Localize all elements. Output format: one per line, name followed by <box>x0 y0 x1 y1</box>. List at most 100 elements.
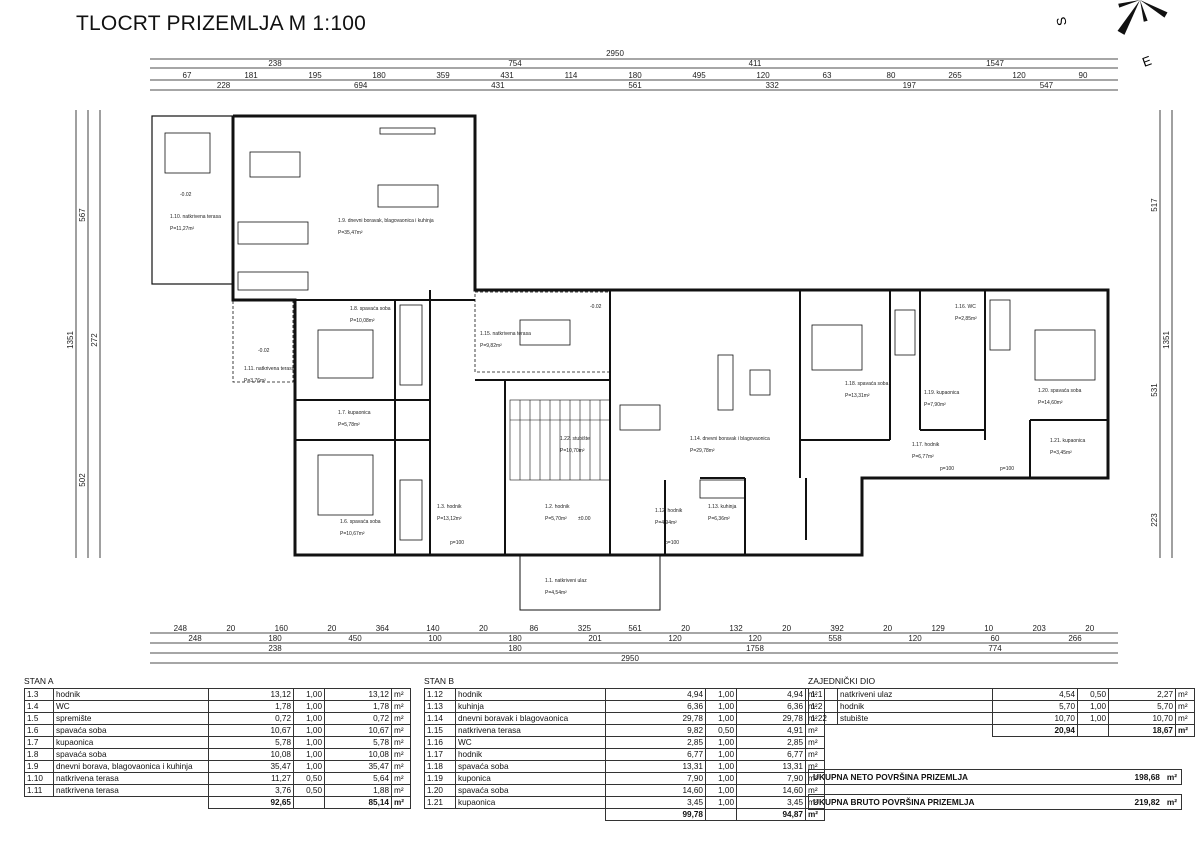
room-area-1-1: P=4,54m² <box>545 590 567 596</box>
room-area-1-21: P=3,45m² <box>1050 450 1072 456</box>
unit-cell: m² <box>805 772 825 785</box>
table-cell: 10,67 <box>324 724 392 737</box>
room-area-1-16: P=2,85m² <box>955 316 977 322</box>
table-cell: spavaća soba <box>455 760 606 773</box>
dim-bottom-1: 203 <box>1033 624 1047 633</box>
dim-top-2: 181 <box>244 71 258 80</box>
room-label-1-8: 1.8. spavaća soba <box>350 306 391 312</box>
table-cell: 35,47 <box>208 760 294 773</box>
table-cell: hodnik <box>837 700 993 713</box>
table-cell: 10,70 <box>992 712 1078 725</box>
dim-bottom-3: 180 <box>508 644 522 653</box>
dim-bottom-2: 60 <box>991 634 1000 643</box>
dim-top-2: 120 <box>1012 71 1026 80</box>
table-cell <box>25 797 54 809</box>
stan-b-title: STAN B <box>424 676 455 686</box>
table-cell: natkrivena terasa <box>455 724 606 737</box>
room-area-1-20: P=14,60m² <box>1038 400 1063 406</box>
dim-bottom-1: 20 <box>782 624 791 633</box>
room-label-1-14: 1.14. dnevni boravak i blagovaonica <box>690 436 770 442</box>
dim-right-2: 531 <box>1150 383 1159 397</box>
table-cell: m² <box>1175 724 1195 737</box>
table-cell: 1.6 <box>24 724 54 737</box>
unit-cell: m² <box>391 712 411 725</box>
table-cell: 0,50 <box>705 724 737 737</box>
summary-neto: UKUPNA NETO POVRŠINA PRIZEMLJA 198,68 m² <box>808 769 1182 785</box>
table-cell: 0,50 <box>1077 688 1109 701</box>
table-cell: 1,00 <box>293 748 325 761</box>
table-cell <box>456 809 606 821</box>
table-cell: 1,78 <box>324 700 392 713</box>
dim-bottom-1: 160 <box>275 624 289 633</box>
table-cell: 1.20 <box>424 784 456 797</box>
table-cell: 3,45 <box>605 796 706 809</box>
dim-bottom-2: 100 <box>428 634 442 643</box>
table-cell: 1.19 <box>424 772 456 785</box>
dim-bottom-2: 180 <box>268 634 282 643</box>
table-cell: 13,12 <box>324 688 392 701</box>
table-cell: 1.17 <box>424 748 456 761</box>
table-cell: 1.13 <box>424 700 456 713</box>
table-cell: 29,78 <box>736 712 806 725</box>
dim-bottom-3: 1758 <box>746 644 764 653</box>
table-cell: 1.14 <box>424 712 456 725</box>
dim-bottom-1: 86 <box>529 624 538 633</box>
table-cell: 1,00 <box>293 724 325 737</box>
table-cell: WC <box>455 736 606 749</box>
dim-bottom-1: 20 <box>681 624 690 633</box>
dim-top-2: 180 <box>372 71 386 80</box>
table-cell: 1.8 <box>24 748 54 761</box>
unit-cell: m² <box>1175 700 1195 713</box>
dim-top-3: 197 <box>903 81 917 90</box>
door-mark-4: p=100 <box>1000 466 1014 472</box>
total-net-cell: 99,78 <box>605 808 706 821</box>
room-area-1-19: P=7,90m² <box>924 402 946 408</box>
table-cell: spavaća soba <box>53 724 209 737</box>
room-area-1-18: P=13,31m² <box>845 393 870 399</box>
room-area-1-7: P=5,78m² <box>338 422 360 428</box>
table-cell: 7,90 <box>736 772 806 785</box>
page-title: TLOCRT PRIZEMLJA M 1:100 <box>76 12 366 35</box>
table-cell: 1.9 <box>24 760 54 773</box>
table-cell: 1.7 <box>24 736 54 749</box>
table-cell: 1,00 <box>705 712 737 725</box>
dim-bottom-3: 774 <box>988 644 1002 653</box>
dim-bottom-1: 10 <box>984 624 993 633</box>
room-area-1-13: P=6,36m² <box>708 516 730 522</box>
table-cell: 6,36 <box>605 700 706 713</box>
dim-bottom-2: 201 <box>588 634 602 643</box>
table-cell: 1.10 <box>24 772 54 785</box>
dim-bottom-1: 20 <box>226 624 235 633</box>
table-cell <box>293 796 325 809</box>
table-cell: kuponica <box>455 772 606 785</box>
summary-neto-value: 198,68 <box>1134 772 1160 782</box>
total-weighted-cell: 85,14 <box>324 796 392 809</box>
dim-top-2: 90 <box>1079 71 1088 80</box>
summary-bruto-label: UKUPNA BRUTO POVRŠINA PRIZEMLJA <box>813 797 975 807</box>
table-cell: WC <box>53 700 209 713</box>
table-cell: 2,85 <box>736 736 806 749</box>
table-cell: spavaća soba <box>53 748 209 761</box>
dim-top-2: 431 <box>500 71 514 80</box>
room-area-1-22: P=10,70m² <box>560 448 585 454</box>
room-label-1-2: 1.2. hodnik <box>545 504 570 510</box>
table-cell: natkrivena terasa <box>53 784 209 797</box>
table-cell: 1,00 <box>705 784 737 797</box>
table-cell <box>838 725 993 737</box>
dim-bottom-2: 120 <box>908 634 922 643</box>
table-cell <box>54 797 209 809</box>
table-cell: 5,70 <box>992 700 1078 713</box>
table-cell: 3,45 <box>736 796 806 809</box>
summary-neto-label: UKUPNA NETO POVRŠINA PRIZEMLJA <box>813 772 969 782</box>
table-cell: 4,91 <box>736 724 806 737</box>
